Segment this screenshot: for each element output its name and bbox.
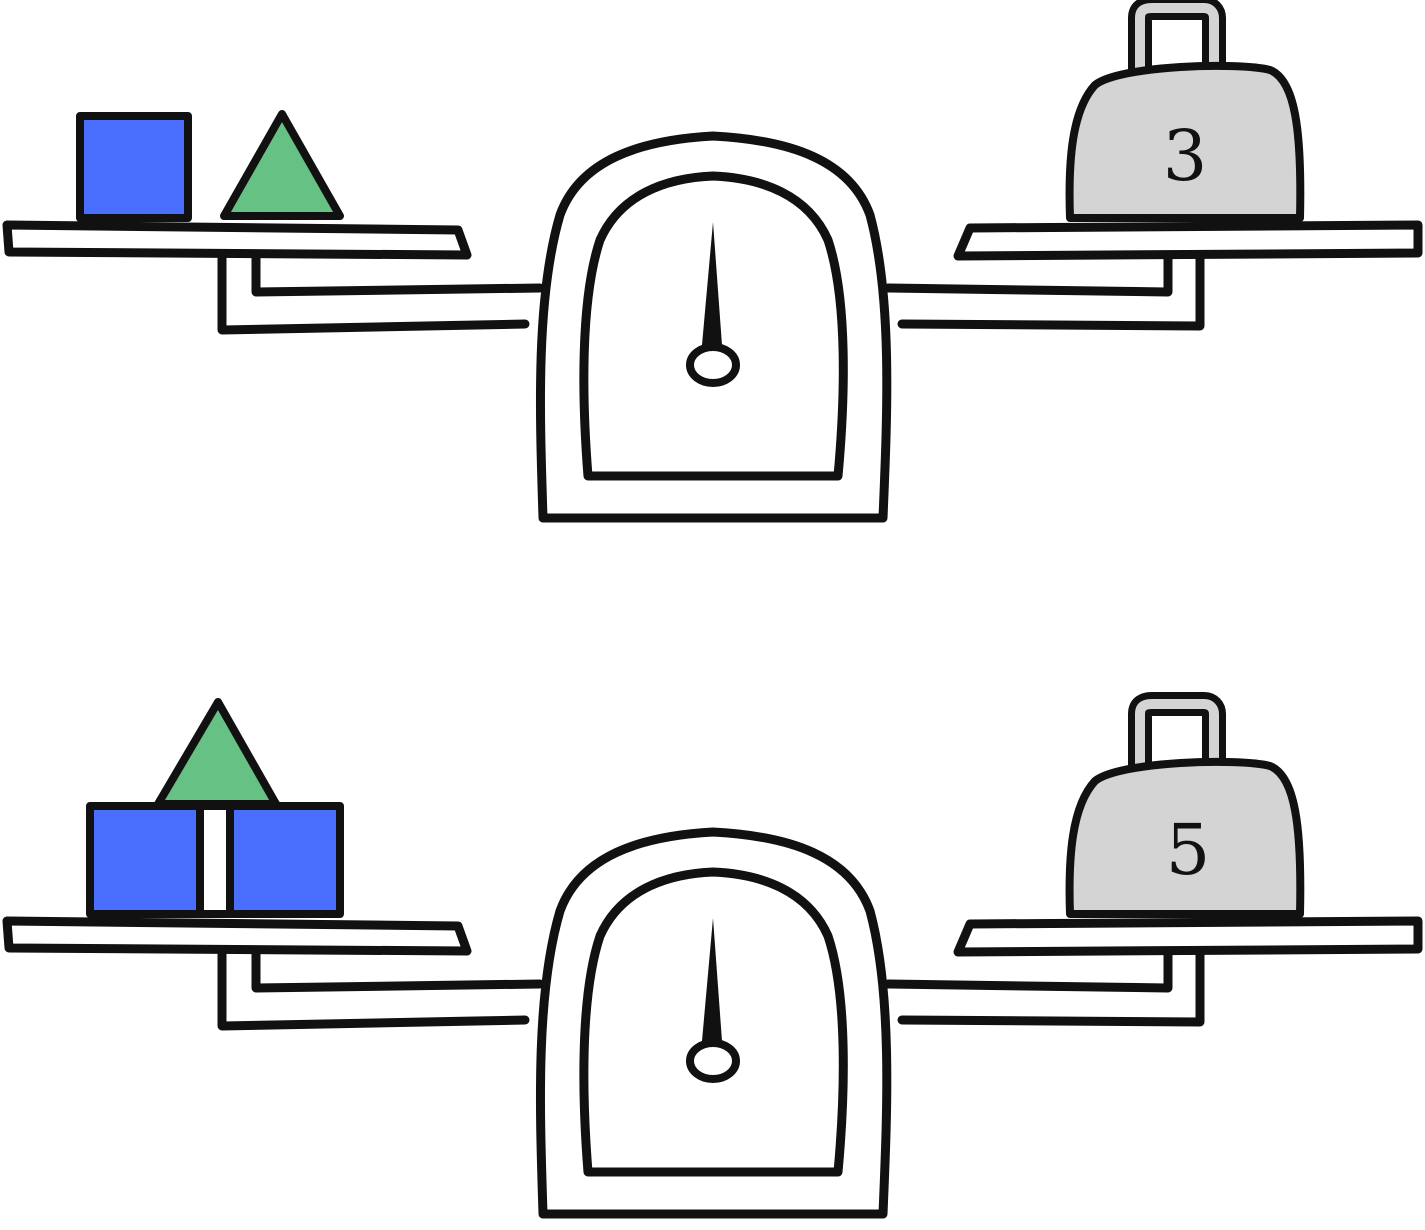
- scale-1-square: [76, 112, 192, 222]
- scale-1-triangle: [220, 110, 344, 220]
- scale-2-square-left: [86, 802, 204, 918]
- scale-2-weight: 5: [1070, 704, 1301, 914]
- scale-2-gap: [196, 802, 234, 918]
- scale-1-weight-label: 3: [1163, 115, 1208, 197]
- scale-2-triangle: [154, 698, 280, 808]
- scale-2-square-right: [226, 802, 344, 918]
- scale-2-left-pan-items: [86, 698, 344, 918]
- scale-2: 5: [7, 702, 1418, 1214]
- scale-1-weight: 3: [1070, 8, 1301, 218]
- scale-1: 3: [7, 8, 1418, 518]
- scale-1-left-pan-items: [76, 110, 344, 222]
- scale-2-weight-label: 5: [1166, 809, 1211, 891]
